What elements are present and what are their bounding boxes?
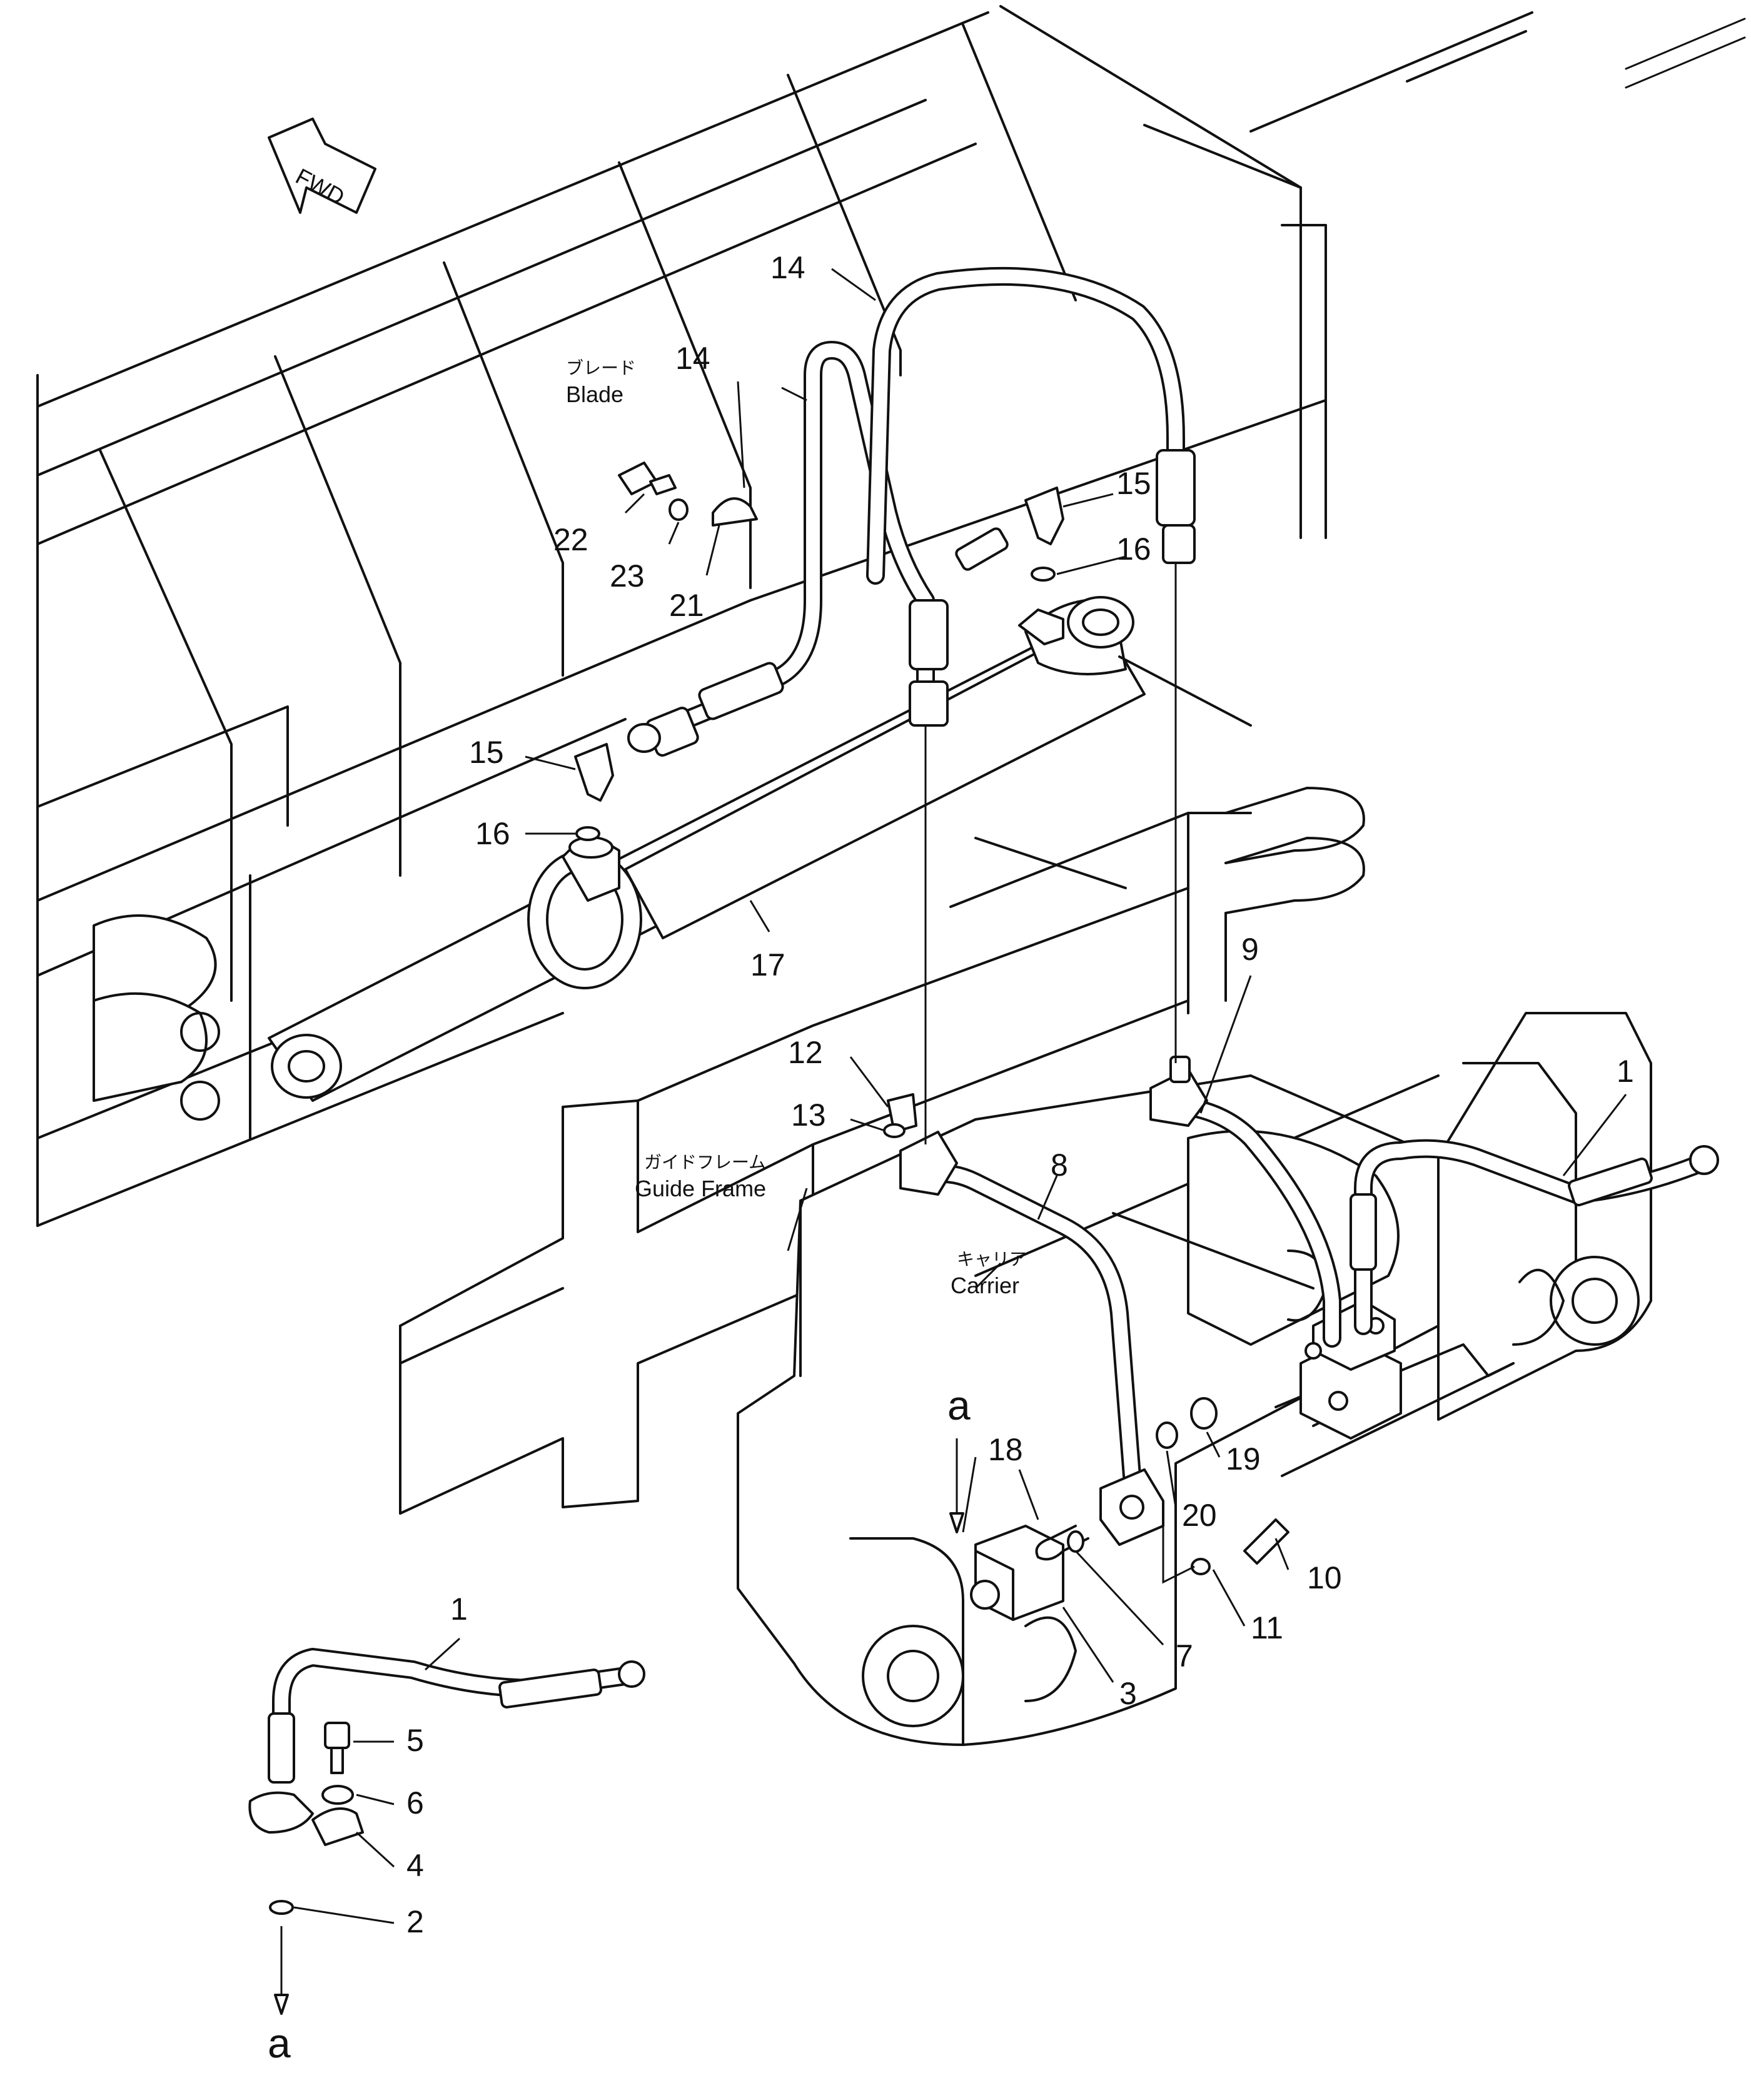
callout-3: 3 [1119, 1676, 1137, 1711]
fwd-arrow: FWD [268, 118, 376, 214]
callout-2: 2 [406, 1904, 424, 1939]
blade-label-jp: ブレード [566, 358, 636, 378]
callout-19: 19 [1226, 1441, 1261, 1477]
callout-20: 20 [1182, 1498, 1217, 1533]
valve-block [1299, 1300, 1402, 1440]
callout-8: 8 [1051, 1148, 1068, 1183]
blade-cylinder [268, 596, 1252, 1102]
callout-1-right: 1 [1617, 1054, 1634, 1089]
callout-9: 9 [1241, 932, 1259, 967]
callout-numbers: 14 14 15 16 22 23 21 15 16 17 9 1 12 13 … [406, 250, 1634, 1939]
callout-15b: 15 [469, 735, 504, 770]
callout-22: 22 [553, 522, 588, 557]
callout-16a: 16 [1116, 532, 1151, 567]
callout-18: 18 [988, 1432, 1023, 1467]
hose-14-right [866, 266, 1185, 585]
assembly-lines [924, 563, 1195, 1584]
guide-frame-label-jp: ガイドフレーム [644, 1152, 766, 1173]
callout-17: 17 [750, 947, 785, 982]
ref-a-bottom: a [268, 2020, 291, 2066]
callout-10: 10 [1307, 1560, 1342, 1595]
callout-21: 21 [669, 588, 704, 623]
carrier-label: Carrier [951, 1273, 1019, 1298]
hose-1-detail [248, 1648, 645, 1834]
hose-fittings [627, 449, 1196, 757]
guide-frame-label: Guide Frame [635, 1176, 766, 1201]
callout-1-bottom: 1 [450, 1592, 468, 1627]
callout-23: 23 [610, 558, 645, 593]
blade-label: Blade [566, 381, 623, 407]
ref-a-top: a [947, 1382, 971, 1428]
callout-12: 12 [788, 1035, 823, 1070]
carrier-label-jp: キャリア [957, 1249, 1027, 1270]
callout-4: 4 [406, 1848, 424, 1883]
tube-9 [1149, 1056, 1341, 1348]
small-parts [269, 462, 1289, 1915]
callout-13: 13 [791, 1098, 826, 1133]
callout-14a: 14 [770, 250, 805, 285]
tube-8 [899, 1131, 1164, 1546]
callout-6: 6 [406, 1785, 424, 1820]
callout-11: 11 [1251, 1610, 1283, 1645]
carrier [737, 1012, 1652, 1746]
callout-15a: 15 [1116, 466, 1151, 501]
area-labels: ブレード Blade ガイドフレーム Guide Frame キャリア Carr… [268, 358, 1027, 2066]
callout-14b: 14 [675, 341, 710, 376]
callout-5: 5 [406, 1723, 424, 1758]
callout-16b: 16 [475, 816, 510, 851]
callout-7: 7 [1176, 1638, 1193, 1673]
hose-1-right [1350, 1139, 1719, 1335]
leaders [274, 268, 1627, 2015]
